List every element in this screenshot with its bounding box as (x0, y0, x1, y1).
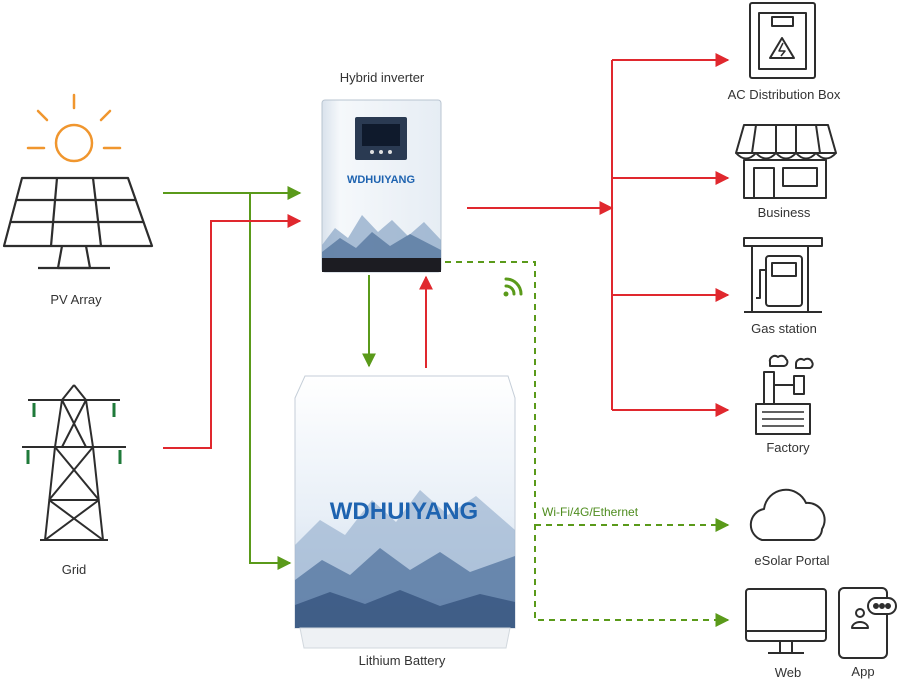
flow-lines (163, 53, 730, 627)
pv-to-battery-line (249, 193, 292, 570)
web-label: Web (774, 665, 802, 680)
factory-icon (755, 354, 814, 435)
business-label: Business (757, 205, 811, 220)
battery-brand: WDHUIYANG (330, 498, 478, 525)
solar-panel-icon (2, 176, 154, 270)
gas-pump-icon (743, 237, 823, 313)
lithium-battery: WDHUIYANG (294, 375, 516, 649)
comm-line (445, 261, 730, 627)
ac-box-label: AC Distribution Box (727, 87, 841, 102)
phone-icon (838, 587, 897, 659)
cloud-icon (749, 488, 826, 541)
factory-label: Factory (766, 440, 810, 455)
grid-to-inverter-line (163, 214, 302, 449)
sun-icon (26, 93, 122, 163)
gas-station-label: Gas station (751, 321, 817, 336)
app-label: App (851, 664, 875, 679)
portal-label: eSolar Portal (754, 553, 830, 568)
wifi-icon (503, 277, 523, 297)
comm-label: Wi-Fi/4G/Ethernet (542, 505, 639, 519)
transmission-tower-icon (22, 384, 126, 541)
shop-icon (735, 124, 837, 199)
battery-label: Lithium Battery (358, 653, 446, 668)
inverter-brand: WDHUIYANG (347, 174, 415, 186)
monitor-icon (745, 588, 827, 654)
pv-array-label: PV Array (50, 292, 102, 307)
distribution-box-icon (749, 2, 816, 79)
inverter-label: Hybrid inverter (339, 70, 425, 85)
grid-label: Grid (61, 562, 87, 577)
hybrid-inverter: WDHUIYANG (321, 99, 442, 273)
